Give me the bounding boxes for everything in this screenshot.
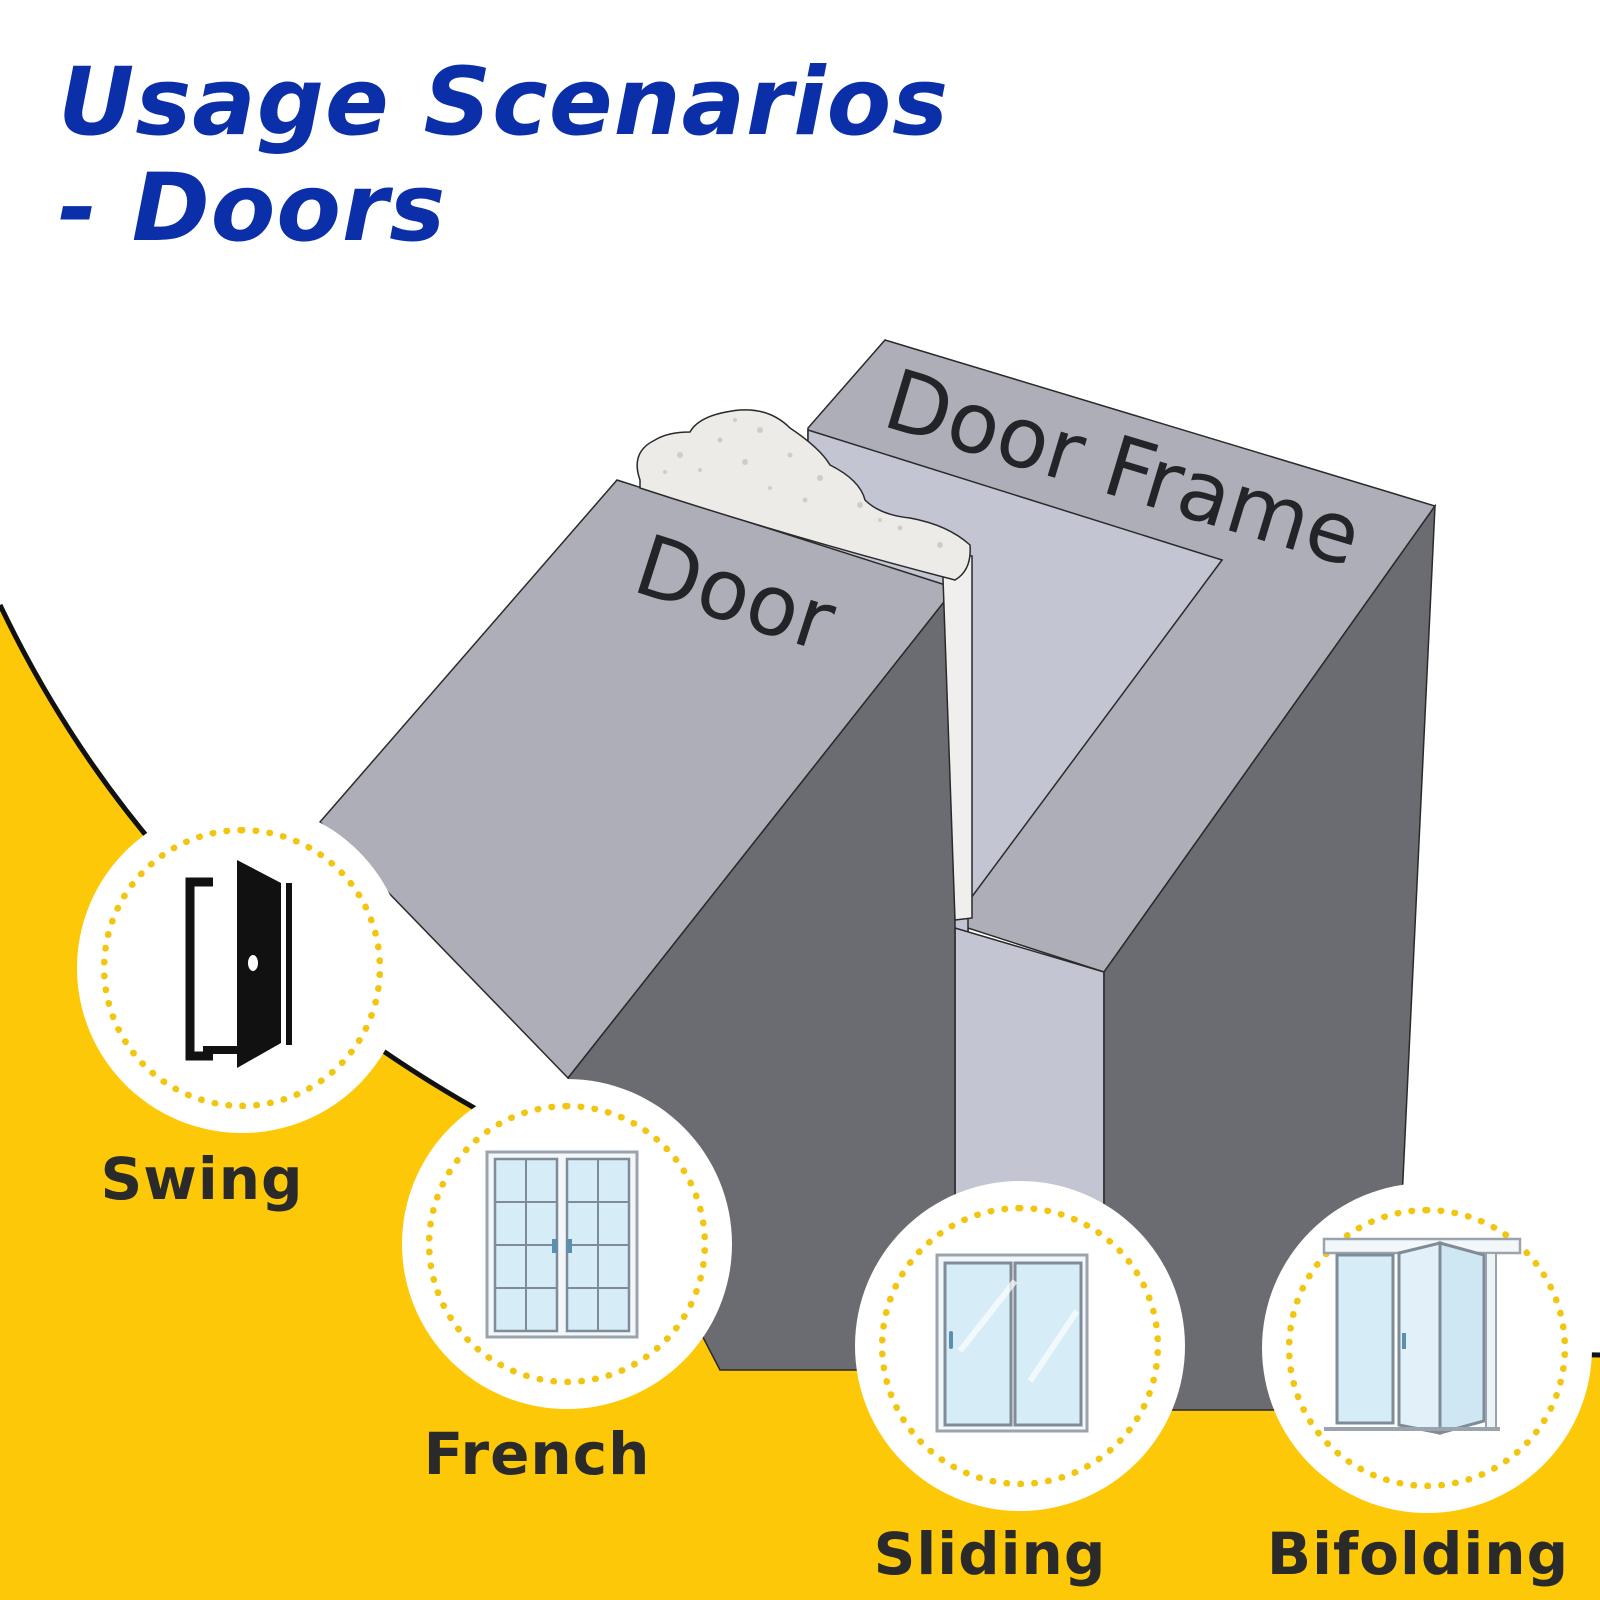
scenario-french-label: French [423, 1420, 651, 1488]
scenario-swing-label: Swing [100, 1145, 304, 1213]
page-title-line-1: Usage Scenarios [58, 48, 950, 157]
sliding-door-icon [935, 1253, 1089, 1433]
scenario-sliding-label: Sliding [873, 1520, 1107, 1588]
foam-texture [663, 418, 943, 548]
scenario-bifolding [1262, 1183, 1592, 1513]
scenario-swing [77, 803, 407, 1133]
page-title: Usage Scenarios - Doors [58, 50, 949, 262]
page-title-line-2: - Doors [58, 154, 447, 263]
dotted-ring [101, 827, 383, 1109]
swing-door-icon [185, 860, 292, 1068]
scenario-french [402, 1079, 732, 1409]
dotted-ring [1286, 1207, 1568, 1489]
dotted-ring [426, 1103, 708, 1385]
french-door-icon [485, 1150, 639, 1339]
scenario-sliding [855, 1181, 1185, 1511]
scenario-bifolding-label: Bifolding [1266, 1520, 1570, 1588]
seal-foam-top [636, 409, 971, 581]
bifolding-door-icon [1322, 1237, 1522, 1435]
dotted-ring [879, 1205, 1161, 1487]
foam-seal-strip [636, 409, 973, 921]
